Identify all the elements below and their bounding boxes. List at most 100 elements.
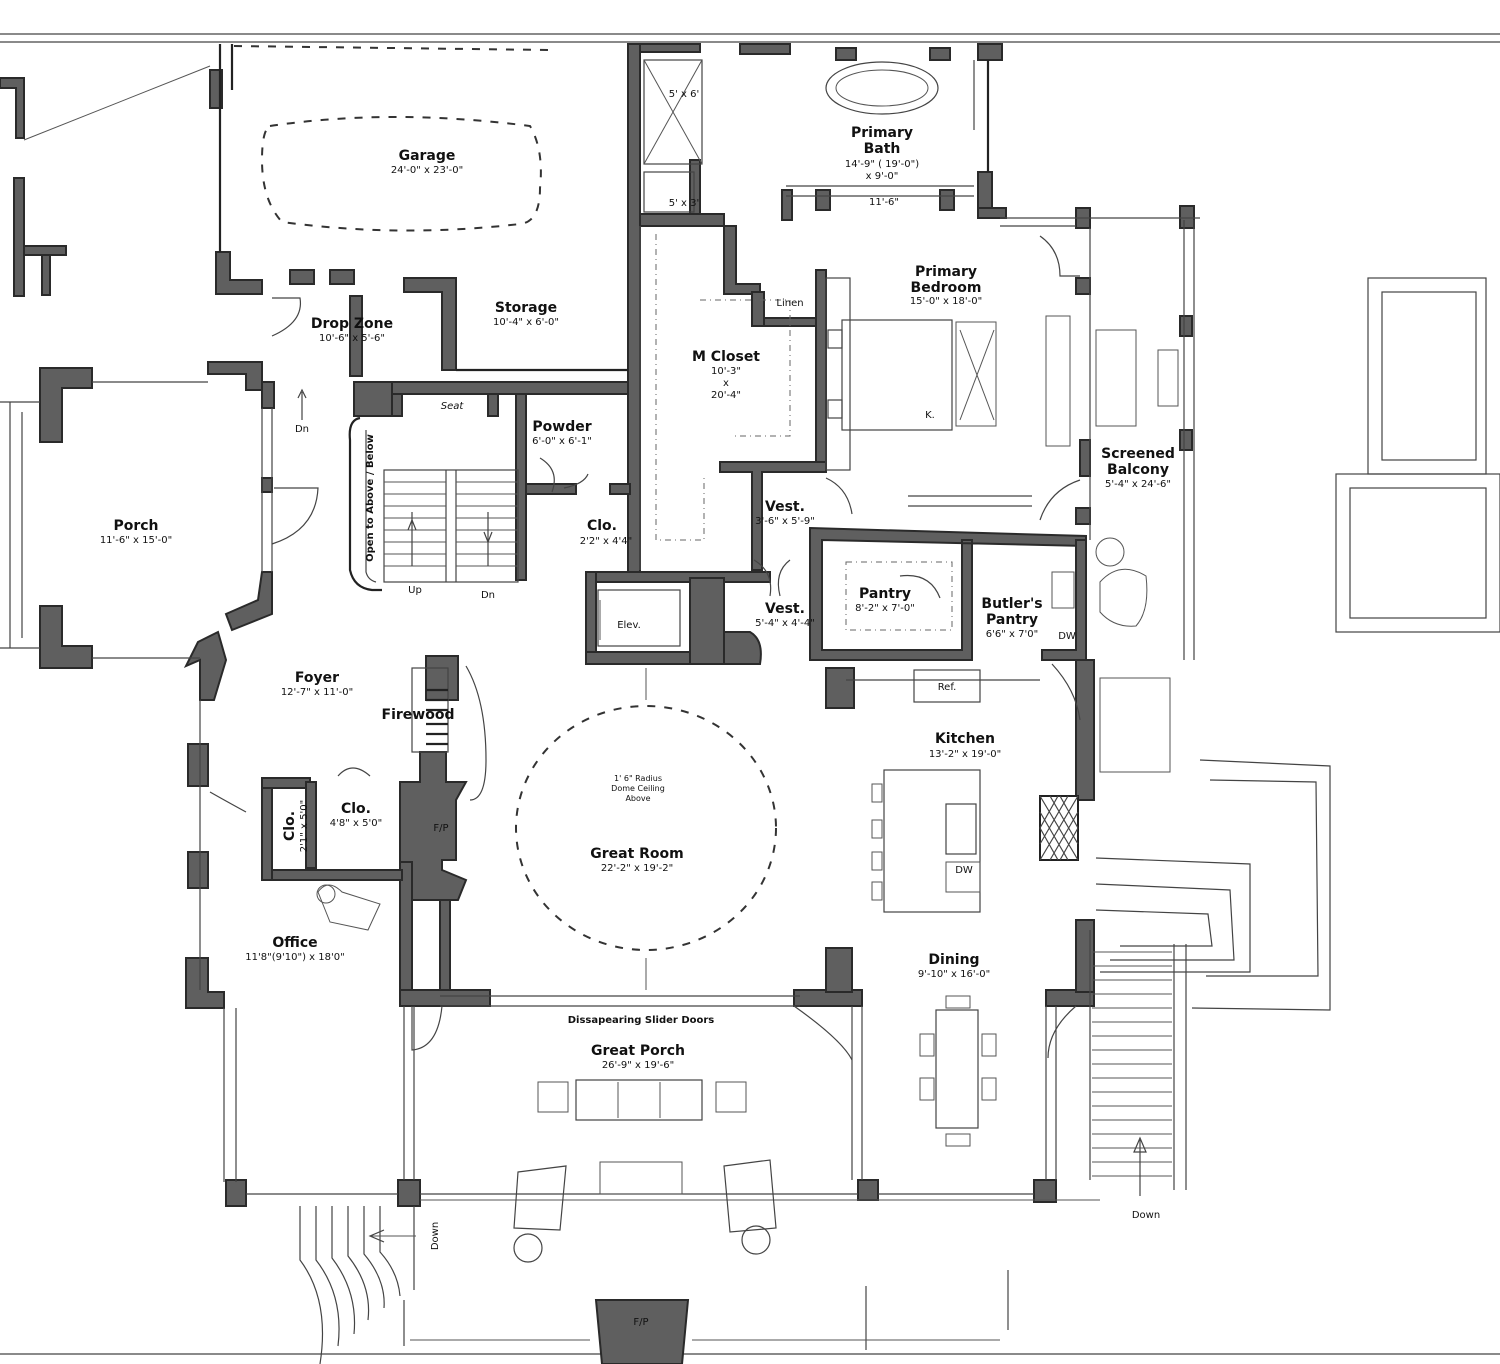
clo-foyer-small-name: Clo. — [282, 811, 298, 841]
kitchen-dishwasher-label: DW — [955, 865, 973, 876]
primary-bedroom-label: Primary Bedroom 15'-0" x 18'-0" K. — [910, 264, 982, 421]
slider-doors-label: Dissapearing Slider Doors — [568, 1015, 715, 1026]
screened-balcony-name-2: Balcony — [1107, 462, 1169, 478]
dome-note-3: Above — [625, 794, 650, 803]
clo-foyer-name: Clo. — [341, 801, 371, 817]
stair-arrows — [297, 388, 493, 544]
porch-fireplace-label: F/P — [633, 1317, 648, 1328]
screened-balcony-label: Screened Balcony 5'-4" x 24'-6" — [1101, 446, 1175, 490]
wc-dim: 5' x 3' — [669, 198, 700, 209]
vest-upper-dim: 3'-6" x 5'-9" — [755, 516, 815, 527]
dome-note-2: Dome Ceiling — [611, 784, 665, 793]
m-closet-dim-2: x — [723, 378, 729, 389]
seat-label: Seat — [441, 401, 465, 412]
m-closet-label: M Closet 10'-3" x 20'-4" — [692, 349, 760, 401]
office-label: Office 11'8"(9'10") x 18'0" — [245, 935, 344, 963]
kitchen-label: Kitchen 13'-2" x 19'-0" — [929, 731, 1001, 760]
butler-dishwasher-label: DW — [1058, 631, 1076, 642]
drop-zone-label: Drop Zone 10'-6" x 5'-6" — [311, 316, 393, 344]
kitchen-name: Kitchen — [935, 731, 995, 747]
great-porch-label: Great Porch 26'-9" x 19'-6" — [591, 1043, 685, 1071]
foyer-label: Foyer 12'-7" x 11'-0" — [281, 670, 353, 698]
butlers-pantry-dim: 6'6" x 7'0" — [986, 629, 1038, 640]
door-swings — [209, 235, 1081, 1061]
m-closet-dim-3: 20'-4" — [711, 390, 741, 401]
dome-note-1: 1' 6" Radius — [614, 774, 662, 783]
m-closet-name: M Closet — [692, 349, 760, 365]
great-porch-dim: 26'-9" x 19'-6" — [602, 1060, 674, 1071]
primary-bath-dim-2: x 9'-0" — [866, 171, 899, 182]
office-dim: 11'8"(9'10") x 18'0" — [245, 952, 344, 963]
garage-label: Garage 24'-0" x 23'-0" — [391, 148, 463, 176]
foyer-name: Foyer — [295, 670, 339, 686]
down-left-label: Down — [430, 1222, 441, 1250]
clo-foyer-dim: 4'8" x 5'0" — [330, 818, 382, 829]
pantry-dim: 8'-2" x 7'-0" — [855, 603, 915, 614]
drop-zone-dim: 10'-6" x 5'-6" — [319, 333, 385, 344]
drop-dn-label: Dn — [295, 424, 309, 435]
firewood-label: Firewood — [382, 707, 455, 723]
powder-dim: 6'-0" x 6'-1" — [532, 436, 592, 447]
pantry-name: Pantry — [859, 586, 911, 602]
stair-treads — [384, 481, 518, 567]
outlines — [0, 44, 1500, 1364]
foyer-dim: 12'-7" x 11'-0" — [281, 687, 353, 698]
primary-bedroom-name-2: Bedroom — [911, 280, 982, 296]
annotation-labels: Seat Open to Above / Below Up Dn Dn Elev… — [295, 401, 1160, 1328]
powder-name: Powder — [532, 419, 591, 435]
porch-dim: 11'-6" x 15'-0" — [100, 535, 172, 546]
firewood-logs — [426, 688, 448, 746]
great-porch-name: Great Porch — [591, 1043, 685, 1059]
primary-bedroom-dim: 15'-0" x 18'-0" — [910, 296, 982, 307]
primary-bath-width: 11'-6" — [869, 197, 899, 208]
linen-label: Linen — [776, 298, 803, 309]
clo-small-label: Clo. 2'2" x 4'4" — [580, 518, 632, 547]
primary-bath-label: Primary Bath 14'-9" ( 19'-0") x 9'-0" 11… — [669, 89, 919, 209]
room-labels: Garage 24'-0" x 23'-0" Primary Bath 14'-… — [100, 89, 1175, 1071]
clo-foyer-label: Clo. 4'8" x 5'0" — [330, 801, 382, 829]
primary-bath-name-2: Bath — [864, 141, 901, 157]
primary-bedroom-name-1: Primary — [915, 264, 977, 280]
clo-small-dim: 2'2" x 4'4" — [580, 536, 632, 547]
great-room-fireplace-label: F/P — [433, 823, 448, 834]
garage-dim: 24'-0" x 23'-0" — [391, 165, 463, 176]
walls — [0, 43, 1195, 1364]
vest-upper-name: Vest. — [765, 499, 805, 515]
drop-zone-name: Drop Zone — [311, 316, 393, 332]
east-stair-treads — [1092, 951, 1172, 1177]
porch-name: Porch — [113, 518, 158, 534]
screened-balcony-name-1: Screened — [1101, 446, 1175, 462]
vest-lower-dim: 5'-4" x 4'-4" — [755, 618, 815, 629]
sheet-border — [0, 33, 1500, 1355]
butlers-pantry-label: Butler's Pantry 6'6" x 7'0" — [981, 596, 1042, 640]
office-name: Office — [272, 935, 317, 951]
powder-label: Powder 6'-0" x 6'-1" — [532, 419, 592, 447]
dining-name: Dining — [928, 952, 979, 968]
storage-label: Storage 10'-4" x 6'-0" — [493, 300, 559, 328]
open-to-above-label: Open to Above / Below — [365, 434, 376, 562]
great-room-dim: 22'-2" x 19'-2" — [601, 863, 673, 874]
vest-upper-label: Vest. 3'-6" x 5'-9" — [755, 499, 815, 527]
clo-small-name: Clo. — [587, 518, 617, 534]
m-closet-dim-1: 10'-3" — [711, 366, 741, 377]
butlers-pantry-name-2: Pantry — [986, 612, 1038, 628]
butlers-pantry-name-1: Butler's — [981, 596, 1042, 612]
storage-dim: 10'-4" x 6'-0" — [493, 317, 559, 328]
vest-lower-label: Vest. 5'-4" x 4'-4" — [755, 601, 815, 629]
down-right-label: Down — [1132, 1210, 1160, 1221]
stair-dn-label: Dn — [481, 590, 495, 601]
storage-name: Storage — [495, 300, 557, 316]
great-room-name: Great Room — [590, 846, 684, 862]
screened-balcony-dim: 5'-4" x 24'-6" — [1105, 479, 1171, 490]
great-room-label: Great Room 22'-2" x 19'-2" — [590, 846, 684, 874]
kitchen-dim: 13'-2" x 19'-0" — [929, 749, 1001, 760]
garage-name: Garage — [399, 148, 456, 164]
refrigerator-label: Ref. — [938, 682, 957, 693]
shower-dim: 5' x 6' — [669, 89, 700, 100]
stair-up-label: Up — [408, 585, 422, 596]
elevator-label: Elev. — [617, 620, 641, 631]
vest-lower-name: Vest. — [765, 601, 805, 617]
primary-bath-name-1: Primary — [851, 125, 913, 141]
dining-dim: 9'-10" x 16'-0" — [918, 969, 990, 980]
